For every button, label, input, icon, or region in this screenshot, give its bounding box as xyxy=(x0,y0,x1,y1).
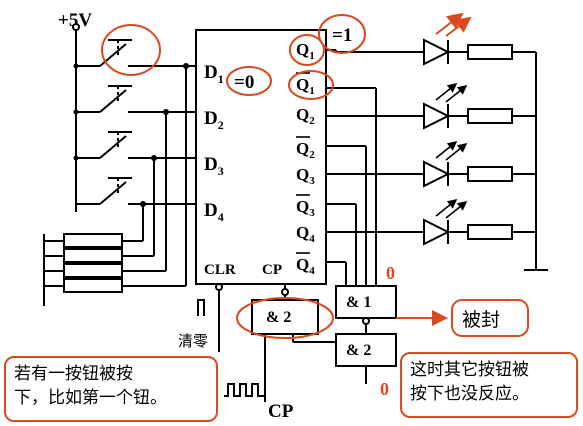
gate-and2-left xyxy=(251,299,319,335)
q1-value-annotation: =1 xyxy=(332,25,352,46)
callout-right: 这时其它按钮被 按下也没反应。 xyxy=(400,352,578,418)
svg-text:Q4: Q4 xyxy=(296,255,315,277)
cp-pin-label: CP xyxy=(262,262,282,278)
svg-text:Q4: Q4 xyxy=(296,223,315,245)
clock-waveform-icon xyxy=(224,383,264,397)
and1-input-level: 0 xyxy=(386,263,395,283)
svg-text:Q3: Q3 xyxy=(296,165,315,187)
clr-pin-label: CLR xyxy=(204,262,236,278)
callout-left-line2: 下，比如第一个钮。 xyxy=(14,388,167,408)
led-2-icon xyxy=(423,102,451,130)
gate-and1 xyxy=(335,285,397,319)
register-inputs: D1 D2 D3 D4 xyxy=(204,62,224,224)
svg-text:Q1: Q1 xyxy=(296,75,315,97)
led-2-light-rays-icon xyxy=(435,83,468,103)
qbar-feedback-wires xyxy=(326,87,377,286)
supply-label: +5V xyxy=(58,10,92,31)
svg-text:D2: D2 xyxy=(204,108,224,132)
svg-text:Q3: Q3 xyxy=(296,197,315,219)
gate-and1-label: & 1 xyxy=(346,294,371,311)
clear-pulse-icon xyxy=(197,299,205,316)
pulldown-resistors xyxy=(43,66,187,306)
led-4-icon xyxy=(423,218,451,246)
gate-and1-inverter xyxy=(362,317,370,325)
clear-label: 清零 xyxy=(178,332,208,350)
callout-left: 若有一按钮被按 下，比如第一个钮。 xyxy=(4,356,218,422)
led-resistors xyxy=(448,44,536,240)
svg-text:D3: D3 xyxy=(204,154,224,178)
callout-right-line1: 这时其它按钮被 xyxy=(410,360,529,380)
ground-rail xyxy=(524,52,548,271)
push-buttons xyxy=(76,39,196,205)
control-pins xyxy=(215,283,289,352)
led-1-light-rays-icon xyxy=(435,12,472,37)
and2-input-level: 0 xyxy=(380,379,389,399)
led-3-icon xyxy=(423,160,451,188)
led-array xyxy=(423,12,472,246)
callout-left-line1: 若有一按钮被按 xyxy=(14,364,133,384)
svg-text:D1: D1 xyxy=(204,62,224,86)
gate-and2-left-label: & 2 xyxy=(266,309,291,326)
svg-text:D4: D4 xyxy=(204,200,224,224)
svg-text:Q2: Q2 xyxy=(296,139,315,161)
svg-text:Q2: Q2 xyxy=(296,105,315,127)
blocked-box xyxy=(451,299,529,337)
led-4-light-rays-icon xyxy=(435,199,468,219)
svg-text:Q1: Q1 xyxy=(296,40,315,62)
gate-and2-lower-label: & 2 xyxy=(346,342,371,359)
gate-and2-lower xyxy=(335,333,397,367)
register-outputs: Q1 Q1 Q2 Q2 Q3 Q3 Q4 Q4 xyxy=(296,40,315,277)
blocked-label: 被封 xyxy=(462,309,500,331)
q1bar-value-annotation: =0 xyxy=(234,72,254,93)
cp-clock-label: CP xyxy=(268,401,294,422)
supply-rail xyxy=(72,23,80,212)
highlight-rings xyxy=(101,14,366,339)
led-3-light-rays-icon xyxy=(435,141,468,161)
led-1-icon xyxy=(423,38,451,66)
junction-dots xyxy=(73,63,189,207)
callout-right-line2: 按下也没反应。 xyxy=(410,384,529,404)
